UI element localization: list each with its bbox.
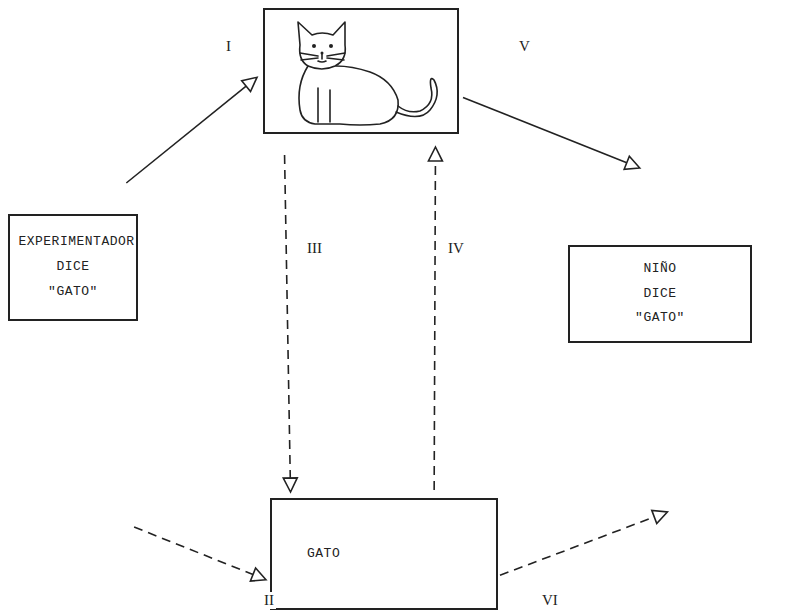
box-text: GATO [307,542,340,567]
roman-numeral: I [224,38,233,55]
box-text: NIÑO DICE "GATO" [633,257,688,331]
roman-numeral: III [305,240,324,257]
picture-box [263,8,459,134]
arrow-head [624,156,640,169]
dashed-arrow [500,510,667,575]
roman-numeral: II [262,592,276,609]
solid-arrow [463,97,640,169]
word-box: GATO [270,498,498,610]
dashed-arrow [428,147,442,490]
dashed-arrow [134,527,266,581]
arrow-head [428,147,442,161]
roman-numeral: V [517,38,532,55]
response-box: NIÑO DICE "GATO" [568,245,752,343]
dashed-arrow [283,155,297,492]
connector-line [285,155,291,478]
connector-line [126,86,246,183]
connector-line [434,161,435,490]
arrow-head [652,510,668,523]
arrow-head [250,568,266,581]
connector-line [500,517,654,575]
connector-line [134,527,253,575]
arrow-head [283,478,297,492]
arrow-head [242,77,257,91]
connector-line [463,97,627,162]
roman-numeral: VI [540,592,560,609]
roman-numeral: IV [446,240,466,257]
solid-arrow [126,77,257,183]
box-text: EXPERIMENTADOR DICE "GATO" [18,230,127,304]
speaker-box: EXPERIMENTADOR DICE "GATO" [8,214,138,321]
